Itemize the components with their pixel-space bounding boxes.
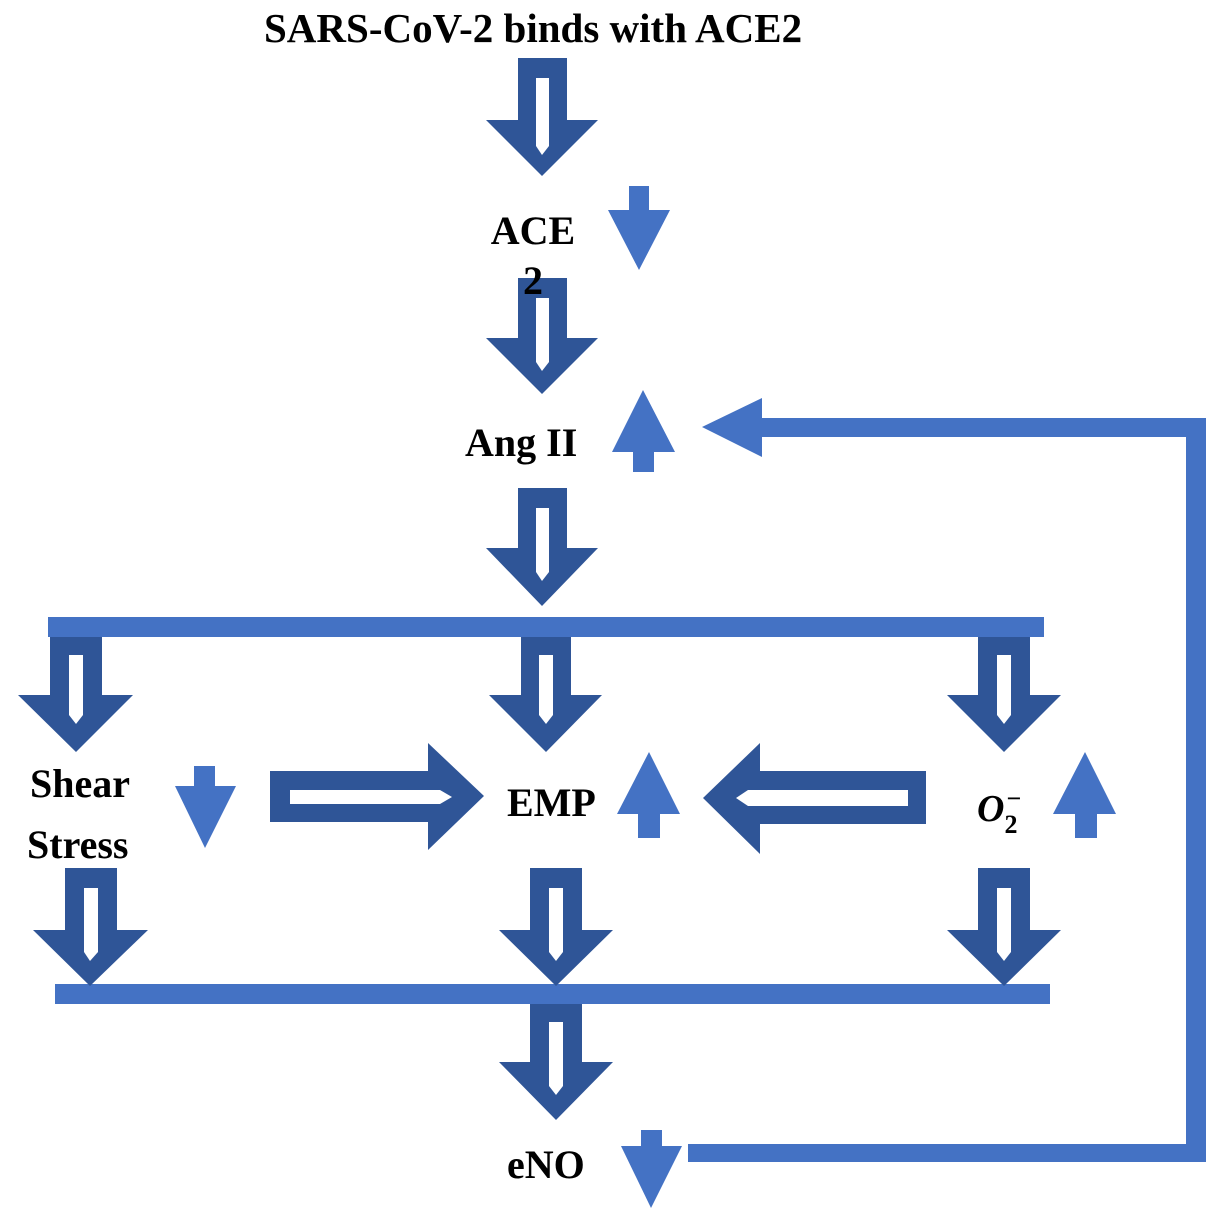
hollow-arrow-branch-to-shear [18,637,133,752]
emp-increase-indicator [617,752,680,838]
shear-stress-decrease-indicator [175,766,236,848]
o2-increase-indicator [1053,752,1116,838]
superoxide-subscript: −2 [1004,784,1022,839]
superoxide-base: O [977,788,1005,830]
eno-decrease-indicator [621,1130,682,1208]
ace2-decrease-indicator [608,186,670,270]
shear-stress-label-line2: Stress [27,822,129,867]
hollow-arrow-shear-to-merge [33,868,148,986]
hollow-arrow-ace2-to-angii [486,278,598,394]
eno-label: eNO [507,1142,585,1187]
shear-stress-label-line1: Shear [30,761,130,806]
hollow-arrow-o2-to-merge [947,868,1061,986]
hollow-arrow-sars-to-ace2 [486,58,598,176]
ace2-label: ACE2 [490,208,576,303]
top-branch-bar [48,617,1044,637]
hollow-arrow-branch-to-o2 [947,637,1061,752]
superoxide-label: O−2 [977,784,1022,839]
angii-increase-indicator [612,390,675,472]
hollow-arrow-branch-to-emp [489,637,602,752]
hollow-arrow-shear-to-emp [270,743,484,850]
hollow-arrow-angii-to-branch [486,488,598,606]
sars-cov-2-label: SARS-CoV-2 binds with ACE2 [264,5,803,51]
bottom-merge-bar [55,984,1050,1004]
feedback-loop-arrow [688,398,1206,1162]
hollow-arrow-o2-to-emp [703,743,926,854]
hollow-arrow-emp-to-merge [499,868,613,986]
ang-ii-label: Ang II [465,420,578,465]
hollow-arrow-merge-to-eno [499,1004,613,1120]
emp-label: EMP [507,780,596,825]
